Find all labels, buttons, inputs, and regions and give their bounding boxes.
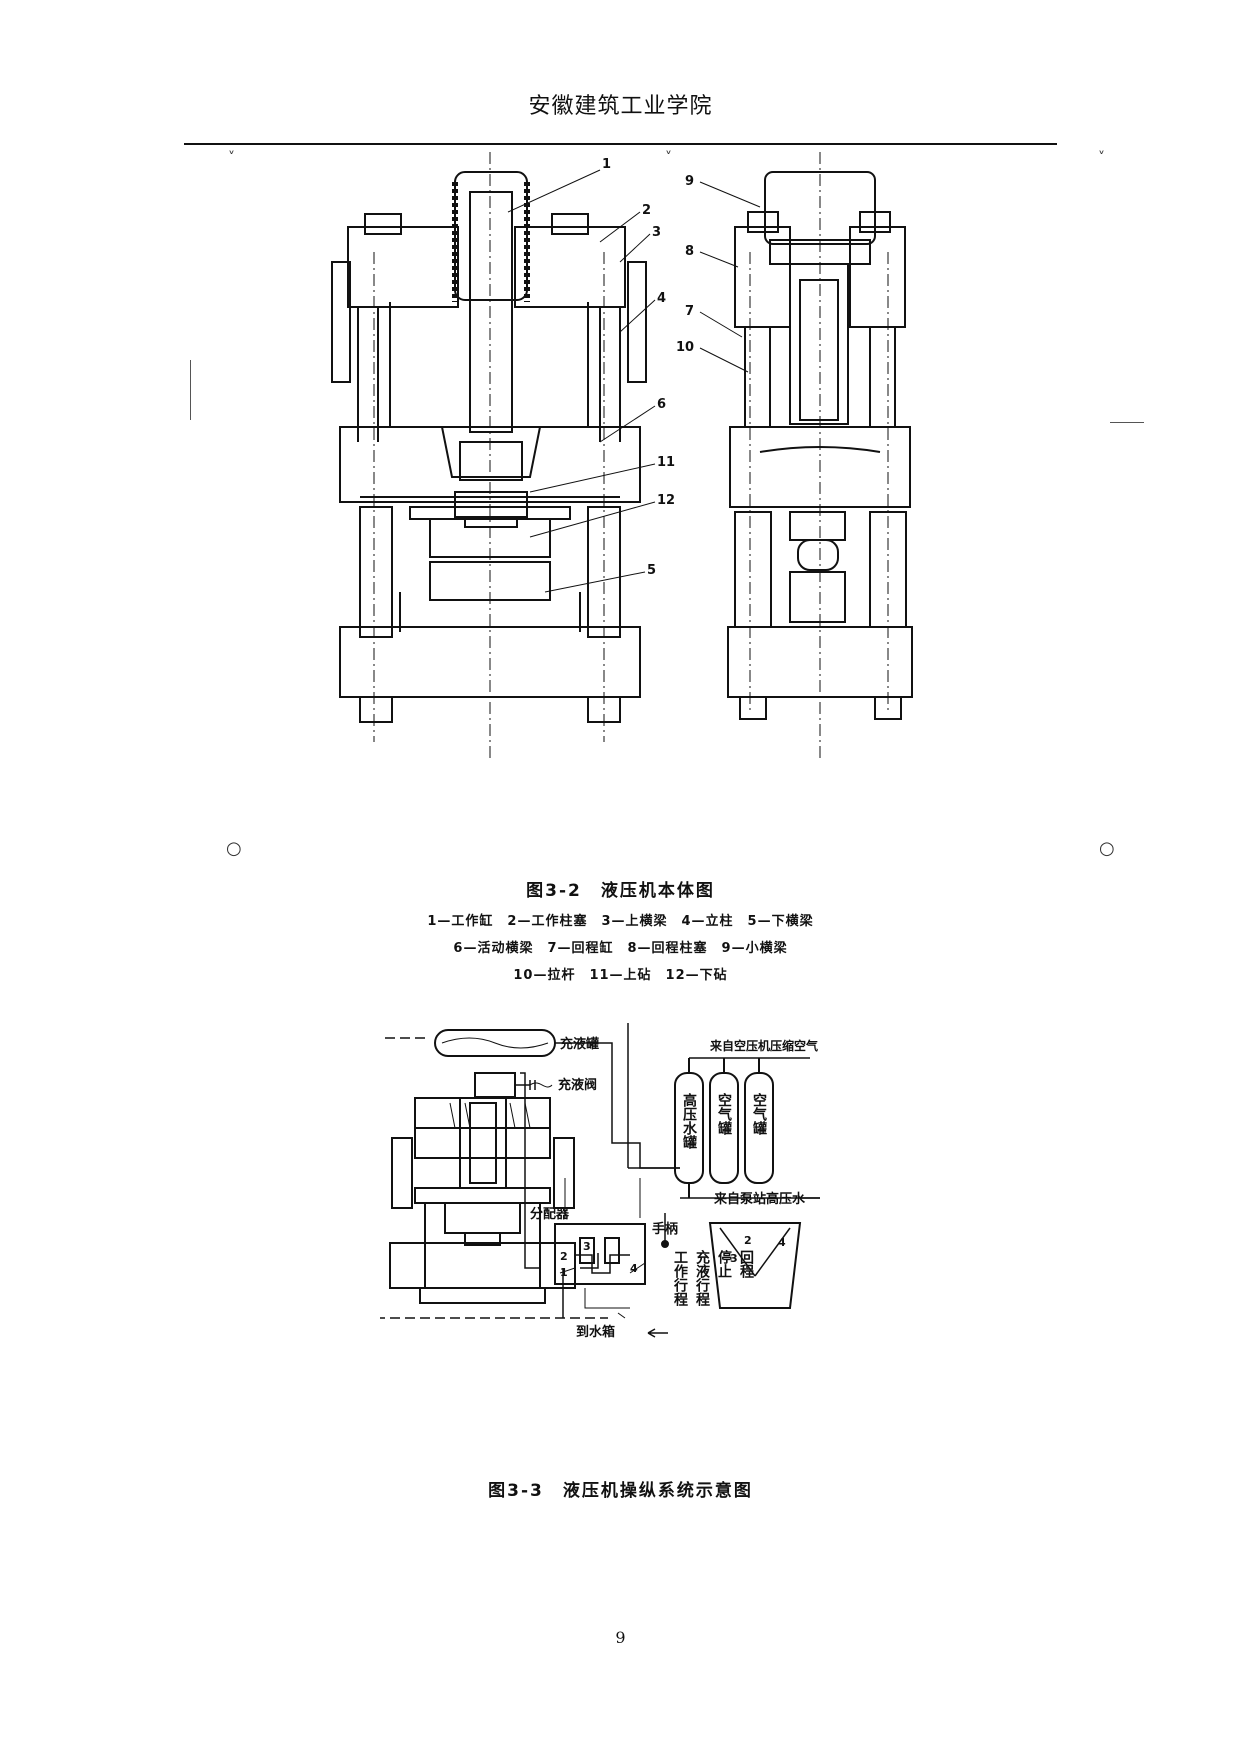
label-return: 回程 — [738, 1250, 754, 1279]
label-distributor: 分配器 — [530, 1206, 570, 1222]
label-position: 1 — [560, 1266, 568, 1279]
figure1-legend-line: 10—拉杆 11—上砧 12—下砧 — [513, 968, 728, 983]
press-body-drawing: 1 2 3 4 6 11 12 5 9 8 7 10 — [331, 152, 913, 762]
callout-9: 9 — [685, 174, 694, 189]
callout-7: 7 — [685, 304, 694, 319]
label-air-tank-1: 空气罐 — [716, 1092, 733, 1136]
callout-8: 8 — [685, 244, 694, 259]
label-switch: 4 — [778, 1236, 786, 1249]
label-hp-water-tank: 高压水罐 — [681, 1092, 698, 1150]
header-title: 安徽建筑工业学院 — [528, 94, 713, 119]
label-position: 2 — [560, 1250, 568, 1263]
scan-mark: ˅ — [665, 150, 672, 166]
figure1-caption: 图3-2 液压机本体图 — [526, 881, 715, 901]
callout-3: 3 — [652, 225, 661, 240]
label-fill-valve: 充液阀 — [558, 1077, 597, 1093]
figure1-legend-line: 1—工作缸 2—工作柱塞 3—上横梁 4—立柱 5—下横梁 — [427, 914, 814, 929]
callout-4: 4 — [657, 291, 666, 306]
label-switch: 3 — [730, 1252, 738, 1265]
label-switch: 2 — [744, 1234, 752, 1247]
callout-6: 6 — [657, 397, 666, 412]
scan-mark — [1110, 422, 1144, 423]
label-to-water-tank: 到水箱 — [576, 1324, 615, 1340]
figure1-legend-line: 6—活动横梁 7—回程缸 8—回程柱塞 9—小横梁 — [453, 941, 788, 956]
callout-2: 2 — [642, 203, 651, 218]
label-position: 3 — [583, 1240, 591, 1253]
label-stop: 停止 — [716, 1249, 732, 1278]
label-work-stroke: 工作行程 — [672, 1250, 689, 1307]
callout-11: 11 — [657, 455, 675, 470]
callout-1: 1 — [602, 157, 611, 172]
callout-12: 12 — [657, 493, 675, 508]
label-compressed-air: 来自空压机压缩空气 — [709, 1038, 818, 1053]
header-rule — [184, 143, 1057, 145]
callout-10: 10 — [676, 340, 694, 355]
scan-mark: ˅ — [228, 150, 235, 166]
page-number: 9 — [615, 1628, 626, 1647]
label-air-tank-2: 空气罐 — [751, 1092, 768, 1136]
label-handle: 手柄 — [652, 1221, 678, 1237]
label-position: 4 — [630, 1262, 638, 1275]
label-fill-stroke: 充液行程 — [694, 1249, 711, 1307]
hole-mark: ○ — [1099, 838, 1115, 859]
callout-5: 5 — [647, 563, 656, 578]
scan-mark: ˅ — [1098, 150, 1105, 166]
scan-mark — [190, 360, 191, 420]
hole-mark: ○ — [226, 838, 242, 859]
figure2-caption: 图3-3 液压机操纵系统示意图 — [488, 1481, 753, 1501]
label-pump-water: 来自泵站高压水 — [713, 1191, 806, 1207]
label-fill-tank: 充液罐 — [560, 1036, 599, 1052]
control-system-schematic: 充液罐 充液阀 来自空压机压缩空气 来自泵站高压水 分配器 手柄 到水箱 3 2… — [380, 1023, 820, 1340]
